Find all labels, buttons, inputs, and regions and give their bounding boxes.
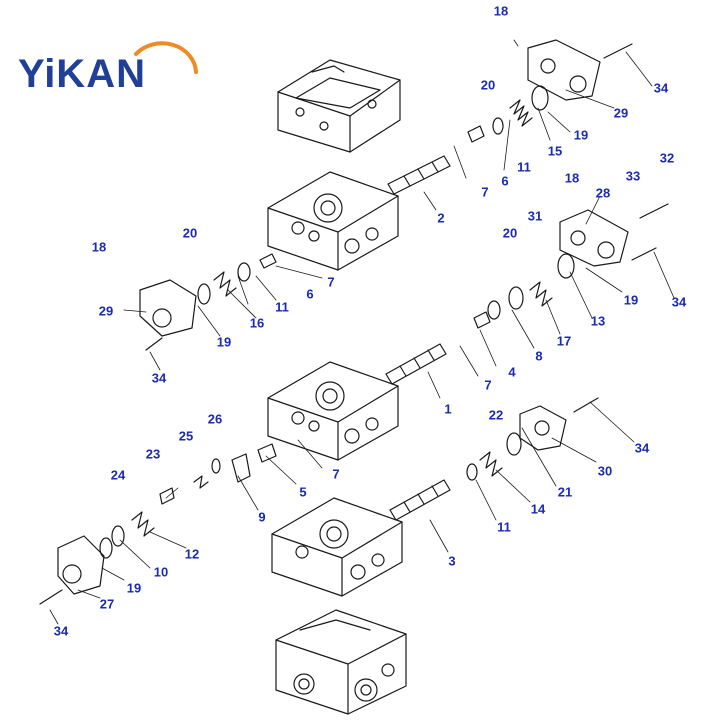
callout-25: 25 xyxy=(178,428,194,444)
callout-30: 30 xyxy=(597,463,613,479)
top-cover xyxy=(277,59,401,153)
springs-and-rings xyxy=(99,85,575,559)
callout-34: 34 xyxy=(634,440,650,456)
callout-21: 21 xyxy=(557,484,573,500)
callout-29: 29 xyxy=(98,303,114,319)
callout-7: 7 xyxy=(481,184,489,200)
inlet-housing xyxy=(275,609,407,715)
callout-11: 11 xyxy=(517,159,531,175)
callout-3: 3 xyxy=(448,553,456,569)
callout-6: 6 xyxy=(306,286,314,302)
callout-34: 34 xyxy=(53,623,69,639)
yikan-logo: YiKAN xyxy=(18,18,208,108)
callout-24: 24 xyxy=(110,467,126,483)
callout-18: 18 xyxy=(564,170,580,186)
callout-11: 11 xyxy=(275,299,289,315)
logo-arc-mark xyxy=(134,41,198,74)
end-cap-lower-left xyxy=(39,535,105,605)
callout-22: 22 xyxy=(488,407,504,423)
callout-32: 32 xyxy=(659,150,675,166)
spool-1 xyxy=(385,343,447,385)
callout-20: 20 xyxy=(502,225,518,241)
callout-10: 10 xyxy=(153,564,169,580)
callout-13: 13 xyxy=(590,313,606,329)
end-cap-right xyxy=(559,203,669,267)
callout-31: 31 xyxy=(527,208,543,224)
callout-19: 19 xyxy=(573,127,589,143)
callout-8: 8 xyxy=(535,348,543,364)
callout-19: 19 xyxy=(216,334,232,350)
logo-wordmark: YiKAN xyxy=(18,52,146,96)
leader-lines xyxy=(49,39,675,625)
callout-34: 34 xyxy=(151,370,167,386)
callout-6: 6 xyxy=(501,173,509,189)
callout-12: 12 xyxy=(184,546,200,562)
callout-29: 29 xyxy=(613,105,629,121)
spool-3 xyxy=(389,479,451,521)
spool-2 xyxy=(387,155,451,195)
callout-18: 18 xyxy=(91,239,107,255)
callout-20: 20 xyxy=(480,77,496,93)
callout-33: 33 xyxy=(625,168,641,184)
callout-16: 16 xyxy=(249,315,265,331)
valve-section-middle xyxy=(267,361,399,461)
valve-section-lower xyxy=(271,497,403,597)
callout-9: 9 xyxy=(258,509,266,525)
callout-7: 7 xyxy=(327,274,335,290)
callout-7: 7 xyxy=(332,466,340,482)
callout-27: 27 xyxy=(99,596,115,612)
end-cap-upper-right xyxy=(527,39,633,101)
callout-26: 26 xyxy=(207,411,223,427)
callout-4: 4 xyxy=(508,364,516,380)
callout-7: 7 xyxy=(484,377,492,393)
callout-19: 19 xyxy=(126,580,142,596)
callout-17: 17 xyxy=(556,333,572,349)
callout-23: 23 xyxy=(145,446,161,462)
valve-section-upper xyxy=(267,171,399,271)
callout-20: 20 xyxy=(182,225,198,241)
callout-18: 18 xyxy=(493,3,509,19)
callout-19: 19 xyxy=(623,292,639,308)
callout-2: 2 xyxy=(437,210,445,226)
callout-34: 34 xyxy=(653,80,669,96)
callout-5: 5 xyxy=(299,484,307,500)
callout-28: 28 xyxy=(595,185,611,201)
callout-15: 15 xyxy=(547,143,563,159)
callout-11: 11 xyxy=(497,519,511,535)
callout-14: 14 xyxy=(530,501,546,517)
end-cap-left xyxy=(139,279,197,351)
callout-1: 1 xyxy=(444,401,452,417)
callout-34: 34 xyxy=(671,294,687,310)
